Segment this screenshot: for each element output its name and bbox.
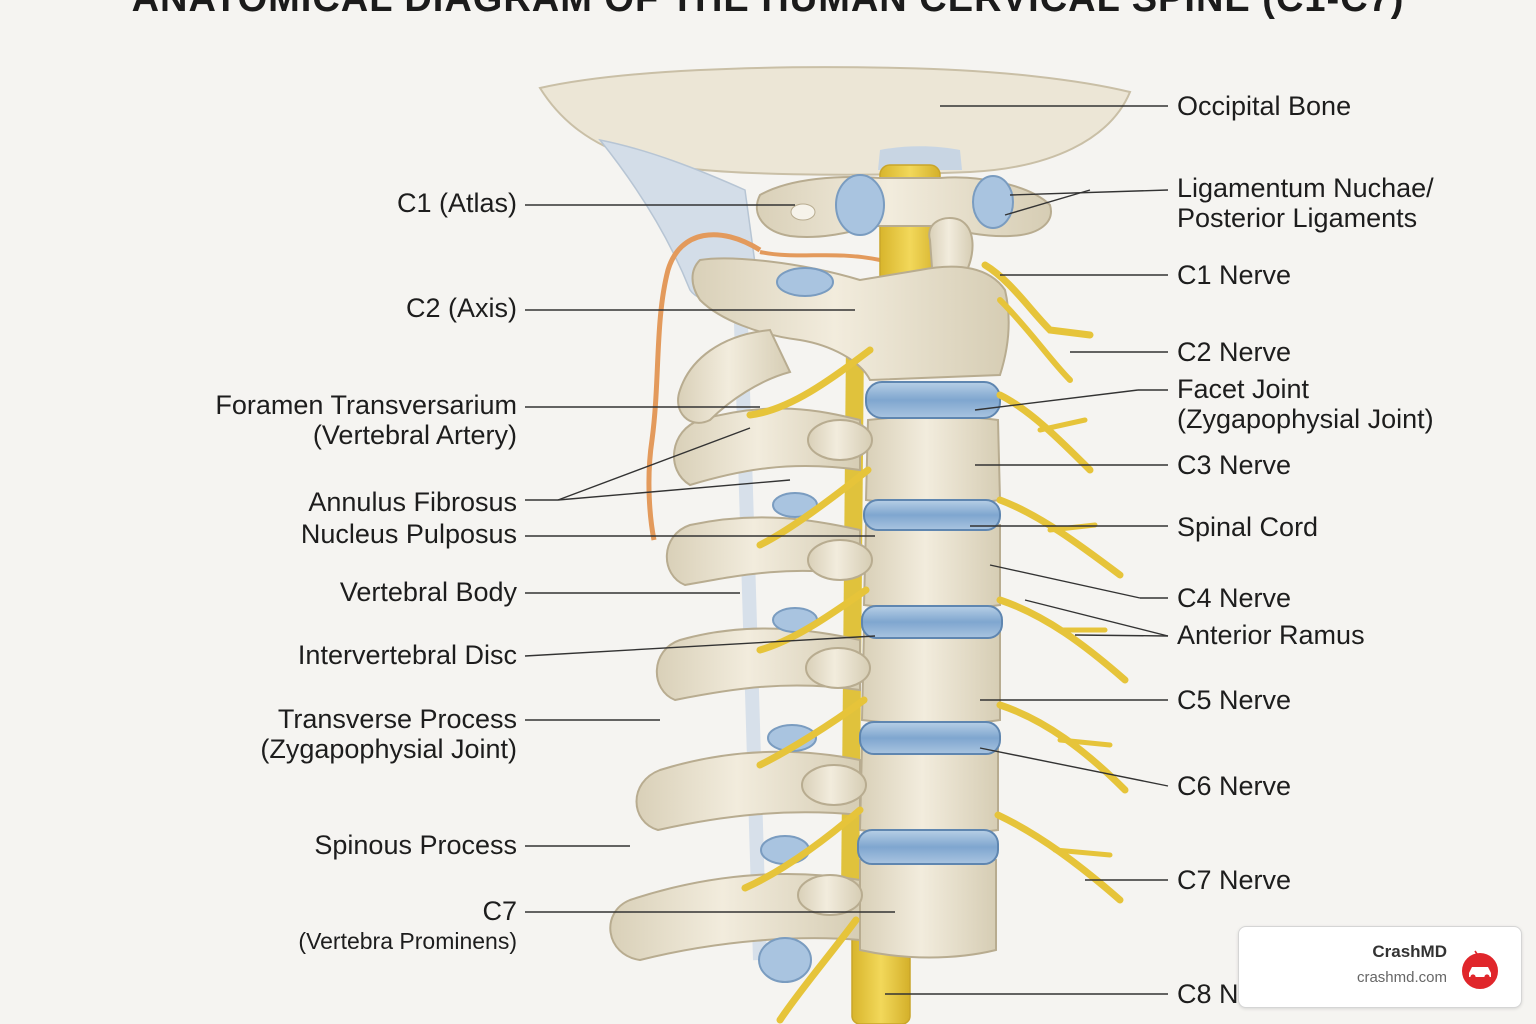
label-anterior-ramus: Anterior Ramus — [1177, 620, 1365, 650]
label-c4-nerve: C4 Nerve — [1177, 583, 1292, 613]
label-c2-axis: C2 (Axis) — [405, 293, 517, 323]
disc-c6-c7 — [857, 829, 999, 865]
c1-foramen — [790, 203, 816, 221]
label-c3-nerve: C3 Nerve — [1177, 450, 1292, 480]
facet-c6 — [801, 764, 867, 806]
label-spinal-cord: Spinal Cord — [1177, 512, 1319, 542]
occipital-condyle-ridge — [878, 146, 962, 170]
nerve-roots — [741, 261, 1129, 1024]
label-nucleus-pulposus: Nucleus Pulposus — [300, 519, 517, 549]
label-c7: C7(Vertebra Prominens) — [298, 896, 517, 954]
vertebral-body-c4 — [862, 520, 1001, 611]
left-nerve-c7 — [776, 916, 860, 1024]
badge-url[interactable]: crashmd.com — [1356, 969, 1447, 986]
facet-c4 — [807, 539, 873, 581]
c1-nerve-shape — [981, 261, 1094, 339]
label-c2-nerve: C2 Nerve — [1177, 337, 1292, 367]
c4-nerve-shape — [996, 496, 1124, 579]
label-c8-nerve: C8 N — [1177, 979, 1239, 1009]
vertebral-body-c5 — [860, 625, 1001, 726]
label-c5-nerve: C5 Nerve — [1177, 685, 1292, 715]
left-nerve-c4 — [756, 586, 870, 654]
c1-facet-left — [835, 174, 885, 236]
disc-c2-c3 — [865, 381, 1001, 419]
page-title: ANATOMICAL DIAGRAM OF THE HUMAN CERVICAL… — [0, 0, 1536, 21]
label-c1-atlas: C1 (Atlas) — [396, 188, 517, 218]
left-nerve-c5 — [756, 696, 868, 769]
ligament-strand — [733, 289, 767, 961]
facet-c7 — [797, 874, 863, 916]
c1-facet-right — [972, 175, 1014, 229]
label-spinous-process: Spinous Process — [314, 830, 517, 860]
vertebral-artery-branch — [759, 250, 881, 262]
vertebral-artery-shape — [646, 232, 762, 541]
disc-c3-c4 — [863, 499, 1001, 531]
leader-lines — [524, 105, 1169, 995]
facet-c3 — [807, 419, 873, 461]
intervertebral-disc-stack — [857, 381, 1003, 865]
crashmd-badge[interactable]: CrashMD crashmd.com — [1238, 926, 1522, 1008]
c7-nerve-shape — [994, 811, 1124, 904]
c2-axis-shape — [691, 257, 1010, 382]
transverse-process-c2 — [677, 328, 792, 424]
car-crash-icon — [1460, 950, 1500, 991]
label-c6-nerve: C6 Nerve — [1177, 771, 1292, 801]
label-foramen-transversarium: Foramen Transversarium(Vertebral Artery) — [215, 390, 517, 450]
label-ligamentum-nuchae: Ligamentum Nuchae/Posterior Ligaments — [1177, 173, 1434, 233]
c3-nerve-shape — [996, 391, 1094, 474]
c6-nerve-shape — [996, 701, 1129, 794]
label-annulus-fibrosus: Annulus Fibrosus — [308, 487, 517, 517]
c5-nerve-shape — [996, 596, 1129, 684]
badge-brand-name: CrashMD — [1372, 942, 1447, 961]
vertebral-body-c3 — [864, 415, 1002, 506]
disc-c5-c6 — [859, 721, 1001, 755]
vertebral-body-c7 — [859, 855, 997, 959]
label-vertebral-body: Vertebral Body — [339, 577, 517, 607]
vertebral-body-c6 — [858, 740, 999, 836]
label-occipital-bone: Occipital Bone — [1177, 91, 1352, 121]
label-transverse-process: Transverse Process(Zygapophysial Joint) — [260, 704, 517, 764]
facet-c5 — [805, 647, 871, 689]
label-c1-nerve: C1 Nerve — [1177, 260, 1292, 290]
left-nerve-c3 — [756, 466, 872, 549]
label-facet-joint: Facet Joint(Zygapophysial Joint) — [1177, 374, 1434, 434]
vertebral-body-stack — [858, 415, 1002, 959]
label-intervertebral-disc: Intervertebral Disc — [297, 640, 517, 670]
left-nerve-c2 — [746, 346, 874, 419]
c2-facet — [776, 267, 834, 297]
posterior-processes — [609, 328, 873, 962]
c2-dens-shape — [928, 217, 974, 269]
label-c7-nerve: C7 Nerve — [1177, 865, 1292, 895]
left-nerve-c6 — [741, 806, 864, 892]
disc-c4-c5 — [861, 605, 1003, 639]
